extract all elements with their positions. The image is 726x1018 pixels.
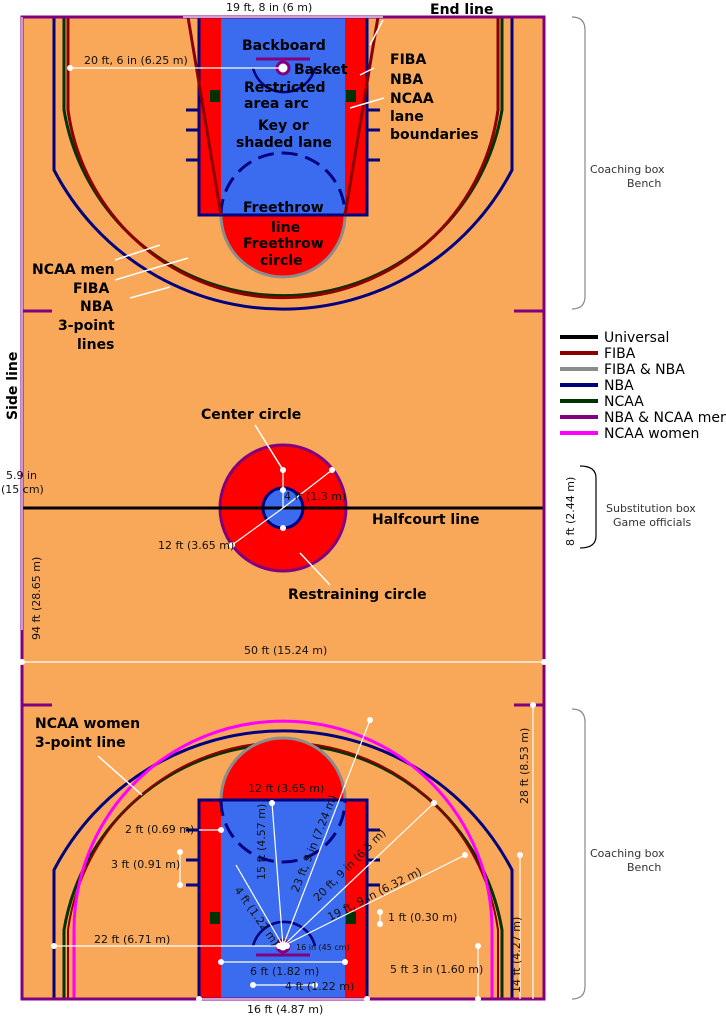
- dim-basket-dist: 20 ft, 6 in (6.25 m): [84, 54, 188, 67]
- sub-note-2: Game officials: [613, 516, 692, 529]
- freethrow-circle-top: [219, 213, 347, 279]
- freethrow-circle-label-1: Freethrow: [243, 236, 324, 252]
- dim-twentyeight-ft: 28 ft (8.53 m): [518, 728, 531, 804]
- restraining-circle-label: Restraining circle: [288, 587, 427, 603]
- freethrow-circle-label-2: circle: [260, 253, 303, 269]
- dim-outer-circle: 12 ft (3.65 m): [158, 539, 234, 552]
- dim-side-offset-2: (15 cm): [1, 483, 44, 496]
- nba-three-point-line-bottom: [52, 729, 514, 999]
- callout-arrows: [97, 19, 385, 796]
- restricted-arc-bottom: [251, 920, 317, 947]
- dim-sixteen-in: 16 in (45 cm): [296, 943, 350, 952]
- legend: Universal FIBA FIBA & NBA NBA NCAA NBA &…: [560, 330, 726, 442]
- lane-ncaa-label: NCAA: [390, 91, 434, 107]
- dim-court-length: 94 ft (28.65 m): [30, 557, 43, 640]
- nba-lane-border-bottom: [197, 798, 369, 999]
- lane-fiba-label: FIBA: [390, 52, 426, 68]
- hash-block-top-left: [210, 90, 220, 102]
- nba-lane-border-top: [197, 17, 369, 217]
- key-blue-bottom: [221, 800, 345, 999]
- coach-top-note-2: Bench: [627, 177, 661, 190]
- key-label-2: shaded lane: [236, 135, 332, 151]
- freethrow-line-label-1: Freethrow: [243, 200, 324, 216]
- sub-bracket: [579, 465, 597, 549]
- coach-top-note-1: Coaching box: [590, 163, 665, 176]
- dim-three-ft: 3 ft (0.91 m): [111, 858, 180, 871]
- three-3pt-label: 3-point: [58, 318, 115, 334]
- nba-three-point-line-top: [52, 17, 514, 311]
- legend-label-fiba: FIBA: [604, 346, 636, 362]
- restricted-arc-top: [251, 67, 317, 94]
- backboard-label: Backboard: [242, 38, 326, 54]
- legend-label-nba-ncaa-men: NBA & NCAA men: [604, 410, 726, 426]
- hash-block-top-right: [346, 90, 356, 102]
- ncaa-women-three-point-line: [72, 719, 494, 999]
- hash-block-bottom-left: [210, 912, 220, 924]
- lane-lane-label: lane: [390, 109, 424, 125]
- fiba-three-point-line-top: [66, 17, 500, 300]
- dim-inner-circle: 4 ft (1.3 m): [284, 490, 346, 503]
- ncaa-women-label-1: NCAA women: [35, 716, 140, 732]
- three-lines-label: lines: [77, 337, 114, 353]
- coach-bracket-top: [571, 16, 586, 310]
- dim-top-width: 19 ft, 8 in (6 m): [226, 1, 312, 14]
- ncaa-women-label-2: 3-point line: [35, 735, 126, 751]
- lane-boundaries-label: boundaries: [390, 127, 479, 143]
- halfcourt-line-label: Halfcourt line: [372, 512, 479, 528]
- dim-fourteen-ft: 14 ft (4.27 m): [510, 917, 523, 993]
- coach-bottom-note-1: Coaching box: [590, 847, 665, 860]
- dim-six-ft: 6 ft (1.82 m): [250, 965, 319, 978]
- dim-one-ft: 1 ft (0.30 m): [388, 911, 457, 924]
- dim-fifteen-ft: 15 ft (4.57 m): [255, 804, 268, 880]
- dim-four-ft-bb: 4 ft (1.22 m): [285, 980, 354, 993]
- dim-sub-box: 8 ft (2.44 m): [564, 477, 577, 546]
- fiba-lane-right: [343, 17, 380, 216]
- dim-sixteen-ft: 16 ft (4.87 m): [247, 1003, 323, 1016]
- dim-twentytwo-ft: 22 ft (6.71 m): [94, 933, 170, 946]
- dim-five-ft: 5 ft 3 in (1.60 m): [390, 963, 483, 976]
- dim-two-ft: 2 ft (0.69 m): [125, 823, 194, 836]
- freethrow-circle-dashed-bottom: [219, 799, 347, 864]
- dimension-lines: [21, 16, 544, 1000]
- center-circle-label: Center circle: [201, 407, 301, 423]
- side-line-label: Side line: [5, 352, 21, 420]
- legend-label-universal: Universal: [604, 330, 669, 346]
- sub-note-1: Substitution box: [606, 502, 696, 515]
- hash-block-bottom-right: [346, 912, 356, 924]
- three-ncaa-men-label: NCAA men: [32, 262, 115, 278]
- coach-bracket-bottom: [571, 708, 586, 1000]
- legend-label-ncaa-women: NCAA women: [604, 426, 699, 442]
- three-fiba-label: FIBA: [73, 281, 109, 297]
- fiba-lane-left: [186, 17, 223, 216]
- freethrow-line-label-2: line: [271, 220, 300, 236]
- three-nba-label: NBA: [80, 299, 113, 315]
- key-label-1: Key or: [258, 118, 309, 134]
- legend-label-fiba-nba: FIBA & NBA: [604, 362, 685, 378]
- end-line-label: End line: [430, 2, 494, 18]
- restricted-label-2: area arc: [244, 96, 309, 112]
- lane-nba-label: NBA: [390, 72, 423, 88]
- legend-label-nba: NBA: [604, 378, 634, 394]
- dim-side-offset-1: 5.9 in: [6, 469, 37, 482]
- restricted-label-1: Restricted: [244, 80, 326, 96]
- legend-label-ncaa: NCAA: [604, 394, 644, 410]
- freethrow-circle-bottom: [219, 736, 347, 802]
- coach-bottom-note-2: Bench: [627, 861, 661, 874]
- basket-label: Basket: [294, 62, 348, 78]
- dim-court-width: 50 ft (15.24 m): [244, 644, 327, 657]
- dimension-dots: [19, 65, 547, 1002]
- key-blue-top: [221, 17, 345, 215]
- dim-ft-circle: 12 ft (3.65 m): [248, 782, 324, 795]
- freethrow-circle-dashed-top: [219, 151, 347, 216]
